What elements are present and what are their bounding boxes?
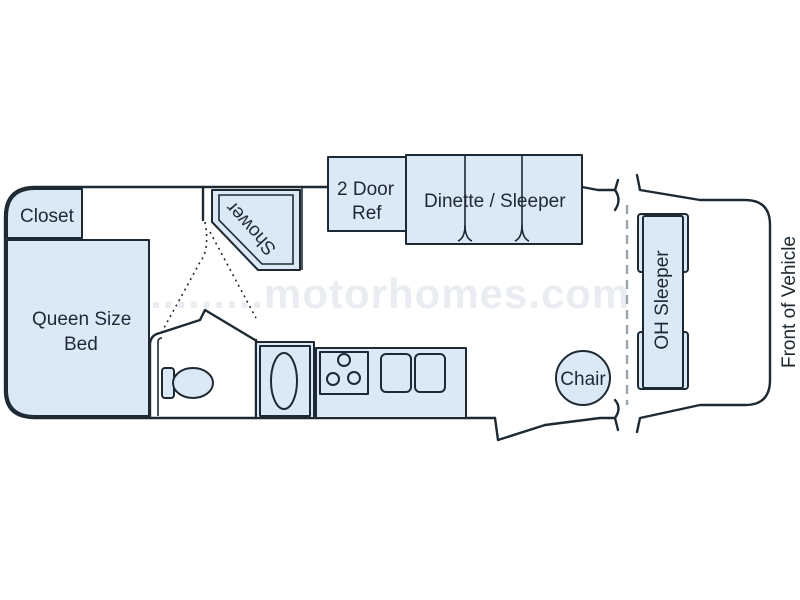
dinette-label: Dinette / Sleeper bbox=[424, 191, 566, 212]
watermark: .........motorhomes.com bbox=[150, 270, 630, 317]
queen-size-bed: Queen Size Bed bbox=[6, 239, 150, 417]
chair: Chair bbox=[555, 350, 611, 406]
bed-label-line2: Bed bbox=[64, 334, 98, 355]
oh-sleeper-label: OH Sleeper bbox=[652, 250, 673, 350]
refrigerator-label-line2: Ref bbox=[352, 203, 382, 224]
refrigerator: 2 Door Ref bbox=[327, 156, 407, 232]
bathroom-door-swing bbox=[159, 221, 257, 336]
closet: Closet bbox=[6, 188, 83, 239]
toilet bbox=[157, 337, 214, 416]
overhead-sleeper: OH Sleeper bbox=[637, 213, 689, 390]
front-of-vehicle-label: Front of Vehicle bbox=[779, 236, 800, 368]
closet-label: Closet bbox=[20, 206, 75, 227]
chair-label: Chair bbox=[560, 369, 606, 390]
dinette-sleeper: Dinette / Sleeper bbox=[405, 154, 583, 245]
bed-label-line1: Queen Size bbox=[32, 309, 131, 330]
exterior-walls bbox=[3, 173, 772, 442]
bathroom-sink bbox=[255, 341, 315, 419]
refrigerator-label-line1: 2 Door bbox=[337, 179, 395, 200]
galley-counter bbox=[315, 347, 467, 419]
shower: Shower bbox=[211, 189, 301, 271]
